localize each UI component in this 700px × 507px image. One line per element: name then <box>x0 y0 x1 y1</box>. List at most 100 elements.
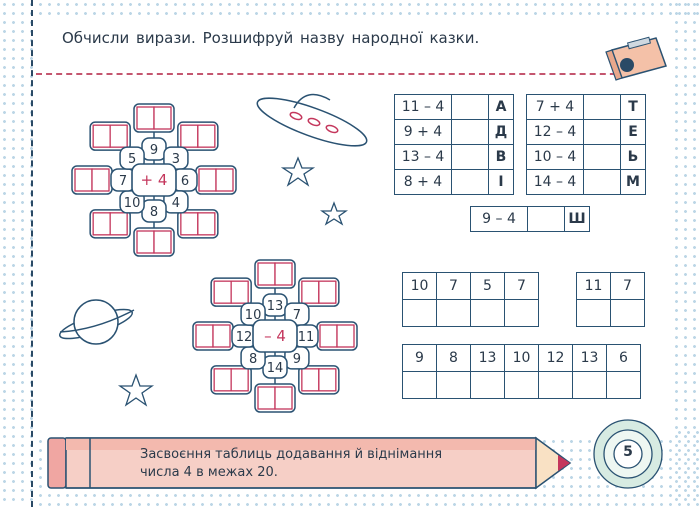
plus-answer-digit-tens[interactable] <box>74 168 93 192</box>
minus-answer-digit-tens[interactable] <box>195 324 214 348</box>
grid-number-cell: 7 <box>610 272 645 300</box>
cipher-answer-cell[interactable] <box>451 119 489 145</box>
topic-banner: Засвоєння таблиць додавання й віднімання… <box>140 446 442 482</box>
minus-answer-digit-ones[interactable] <box>336 324 355 348</box>
cipher-letter: Д <box>488 119 514 145</box>
star-icon <box>117 373 155 407</box>
grid-number-cell: 7 <box>504 272 539 300</box>
minus-answer-digit-tens[interactable] <box>257 262 276 286</box>
grid-answer-cell[interactable] <box>402 299 437 327</box>
grid-answer-cell[interactable] <box>610 299 645 327</box>
grid-answer-cell[interactable] <box>504 299 539 327</box>
grid-answer-cell[interactable] <box>470 371 505 399</box>
dotted-border-right <box>672 0 700 507</box>
plus-answer-digit-ones[interactable] <box>153 106 172 130</box>
grid-answer-cell[interactable] <box>436 371 471 399</box>
plus-number: 4 <box>172 196 180 211</box>
cipher-answer-cell[interactable] <box>583 119 621 145</box>
minus-number: 9 <box>293 352 301 367</box>
cipher-gap <box>514 170 527 195</box>
plus-answer-digit-ones[interactable] <box>197 212 216 236</box>
minus-answer-digit-ones[interactable] <box>318 280 337 304</box>
minus-answer-digit-ones[interactable] <box>274 386 293 410</box>
plus-answer-digit-tens[interactable] <box>180 212 199 236</box>
grid-answer-cell[interactable] <box>470 299 505 327</box>
cipher-letter: А <box>488 94 514 120</box>
minus-number: 14 <box>267 361 284 376</box>
banner-line-2: числа 4 в межах 20. <box>140 465 278 480</box>
sharpener-icon <box>605 36 667 81</box>
grid-answer-cell[interactable] <box>576 299 611 327</box>
grid-answer-cell[interactable] <box>538 371 573 399</box>
cipher-answer-cell[interactable] <box>583 169 621 195</box>
plus-answer-digit-tens[interactable] <box>198 168 217 192</box>
plus-answer-digit-ones[interactable] <box>109 212 128 236</box>
cipher-expr: 14 – 4 <box>526 169 584 195</box>
plus-center-operator: + 4 <box>141 171 168 189</box>
grid-answer-cell[interactable] <box>436 299 471 327</box>
cipher-answer-cell[interactable] <box>527 206 565 232</box>
minus-number: 7 <box>293 308 301 323</box>
plus-number: 6 <box>181 174 189 189</box>
page-number: 5 <box>623 444 633 460</box>
grid-answer-cell[interactable] <box>402 371 437 399</box>
grid-number-cell: 13 <box>572 344 607 372</box>
cipher-answer-cell[interactable] <box>451 169 489 195</box>
plus-number: 9 <box>150 143 158 158</box>
margin-dashed-line <box>31 0 33 507</box>
cipher-answer-cell[interactable] <box>583 94 621 120</box>
minus-number: 8 <box>249 352 257 367</box>
planet-icon <box>59 299 135 345</box>
instruction-text: Обчисли вирази. Розшифруй назву народної… <box>62 29 480 47</box>
minus-answer-digit-tens[interactable] <box>301 280 320 304</box>
dotted-border-left <box>0 0 36 507</box>
plus-answer-digit-ones[interactable] <box>153 230 172 254</box>
minus-answer-digit-tens[interactable] <box>257 386 276 410</box>
plus-answer-digit-tens[interactable] <box>92 212 111 236</box>
cipher-answer-cell[interactable] <box>451 94 489 120</box>
grid-answer-cell[interactable] <box>572 371 607 399</box>
cipher-answer-cell[interactable] <box>451 144 489 170</box>
cipher-expr: 13 – 4 <box>394 144 452 170</box>
minus-answer-digit-tens[interactable] <box>213 280 232 304</box>
dotted-border-top <box>36 0 700 20</box>
minus-answer-digit-ones[interactable] <box>318 368 337 392</box>
plus-answer-digit-ones[interactable] <box>109 124 128 148</box>
minus-answer-digit-tens[interactable] <box>301 368 320 392</box>
cipher-expr: 10 – 4 <box>526 144 584 170</box>
plus-answer-digit-tens[interactable] <box>136 106 155 130</box>
minus-answer-digit-ones[interactable] <box>230 368 249 392</box>
grid-answer-cell[interactable] <box>504 371 539 399</box>
plus-answer-digit-tens[interactable] <box>180 124 199 148</box>
page-badge <box>593 419 663 489</box>
minus-answer-digit-tens[interactable] <box>213 368 232 392</box>
plus-answer-digit-ones[interactable] <box>91 168 110 192</box>
cipher-expr: 9 – 4 <box>470 206 528 232</box>
cipher-answer-cell[interactable] <box>583 144 621 170</box>
plus-answer-digit-tens[interactable] <box>136 230 155 254</box>
minus-answer-digit-ones[interactable] <box>212 324 231 348</box>
minus-number: 13 <box>267 299 284 314</box>
grid-answer-cell[interactable] <box>606 371 641 399</box>
cipher-letter: Т <box>620 94 646 120</box>
minus-number: 12 <box>236 330 253 345</box>
minus-answer-digit-ones[interactable] <box>274 262 293 286</box>
minus-answer-digit-tens[interactable] <box>319 324 338 348</box>
plus-center-box <box>131 163 177 197</box>
plus-answer-digit-ones[interactable] <box>215 168 234 192</box>
plus-answer-digit-ones[interactable] <box>197 124 216 148</box>
minus-answer-digit-ones[interactable] <box>230 280 249 304</box>
plus-answer-digit-tens[interactable] <box>92 124 111 148</box>
plus-number: 8 <box>150 205 158 220</box>
cipher-expr: 8 + 4 <box>394 169 452 195</box>
